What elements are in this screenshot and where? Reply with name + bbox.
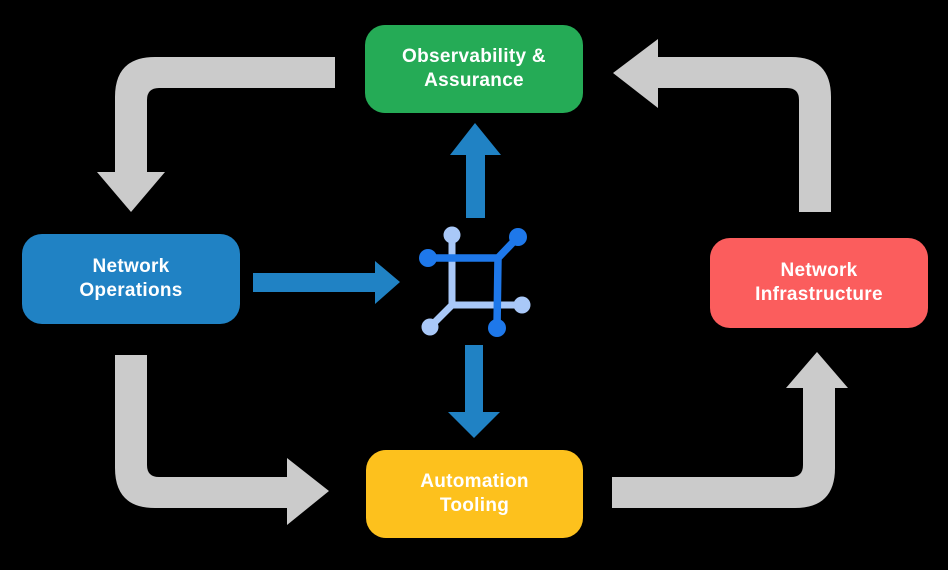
arrow-network-operations-to-automation-tooling [115,355,329,525]
node-label-line: Tooling [439,495,510,516]
network-mesh-icon [419,226,531,337]
arrow-network-infrastructure-to-observability [613,39,831,212]
node-label-line: Assurance [424,70,524,91]
arrow-observability-to-network-operations [97,57,335,212]
node-observability-assurance: Observability & Assurance [365,25,583,113]
node-label-line: Operations [79,280,183,301]
arrow-automation-tooling-to-network-infrastructure [612,352,848,508]
arrow-center-icon-to-observability [450,123,501,218]
node-label-line: Network [92,256,170,277]
node-network-infrastructure: Network Infrastructure [710,238,928,328]
arrow-center-icon-to-automation-tooling [448,345,500,438]
node-label-line: Network [780,260,858,281]
node-automation-tooling: Automation Tooling [366,450,583,538]
node-network-operations: Network Operations [22,234,240,324]
network-mesh-icon-dark-part [419,228,527,337]
node-label-line: Observability & [402,46,546,67]
arrow-network-operations-to-center-icon [253,261,400,304]
node-label-line: Automation [420,471,529,492]
node-label-line: Infrastructure [755,284,883,305]
